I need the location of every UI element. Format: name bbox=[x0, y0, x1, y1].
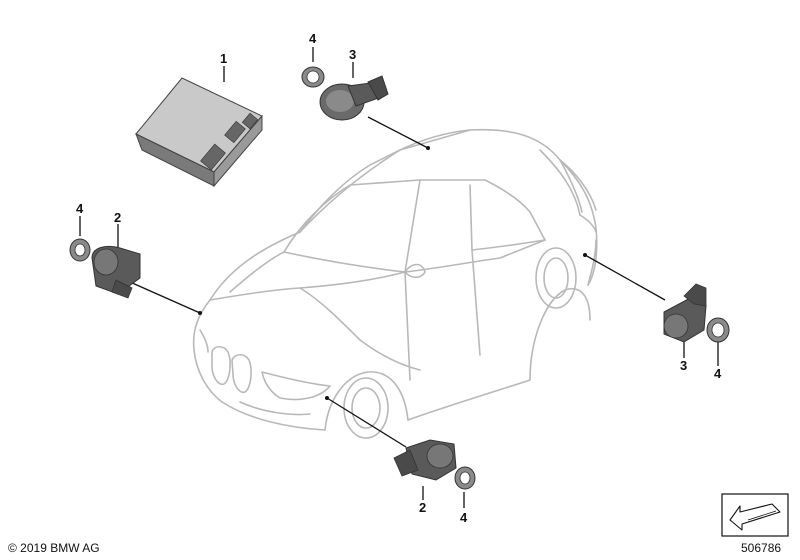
sensor-left bbox=[91, 245, 141, 299]
part-number-sensor-left: 2 bbox=[114, 210, 121, 225]
part-number-sensor-right: 3 bbox=[680, 358, 687, 373]
part-number-gasket-right: 4 bbox=[714, 366, 722, 381]
car-outline bbox=[192, 128, 598, 439]
sensor-top bbox=[319, 75, 389, 121]
leader-line-bottom-sensor bbox=[326, 397, 407, 448]
control-unit bbox=[135, 77, 263, 188]
gasket-left bbox=[69, 238, 91, 262]
leader-dots bbox=[198, 146, 587, 400]
part-number-gasket-bottom: 4 bbox=[460, 510, 468, 525]
gasket-top bbox=[301, 66, 325, 88]
part-number-sensor-bottom: 2 bbox=[419, 500, 426, 515]
leader-line-top-sensor bbox=[367, 116, 429, 149]
direction-arrow-icon bbox=[721, 493, 789, 537]
leader-line-right-sensor bbox=[584, 254, 666, 301]
copyright-text: © 2019 BMW AG bbox=[8, 541, 100, 555]
part-number-gasket-top: 4 bbox=[309, 31, 317, 46]
gasket-right bbox=[706, 317, 730, 343]
diagram-id: 506786 bbox=[741, 541, 782, 555]
gasket-bottom bbox=[454, 466, 476, 490]
leader-lines bbox=[79, 47, 719, 508]
part-number-gasket-left: 4 bbox=[76, 201, 84, 216]
part-number-control-unit: 1 bbox=[220, 51, 227, 66]
leader-line-left-sensor bbox=[129, 281, 201, 314]
part-number-sensor-top: 3 bbox=[349, 47, 356, 62]
sensor-bottom bbox=[393, 439, 457, 481]
sensor-right bbox=[663, 283, 707, 343]
